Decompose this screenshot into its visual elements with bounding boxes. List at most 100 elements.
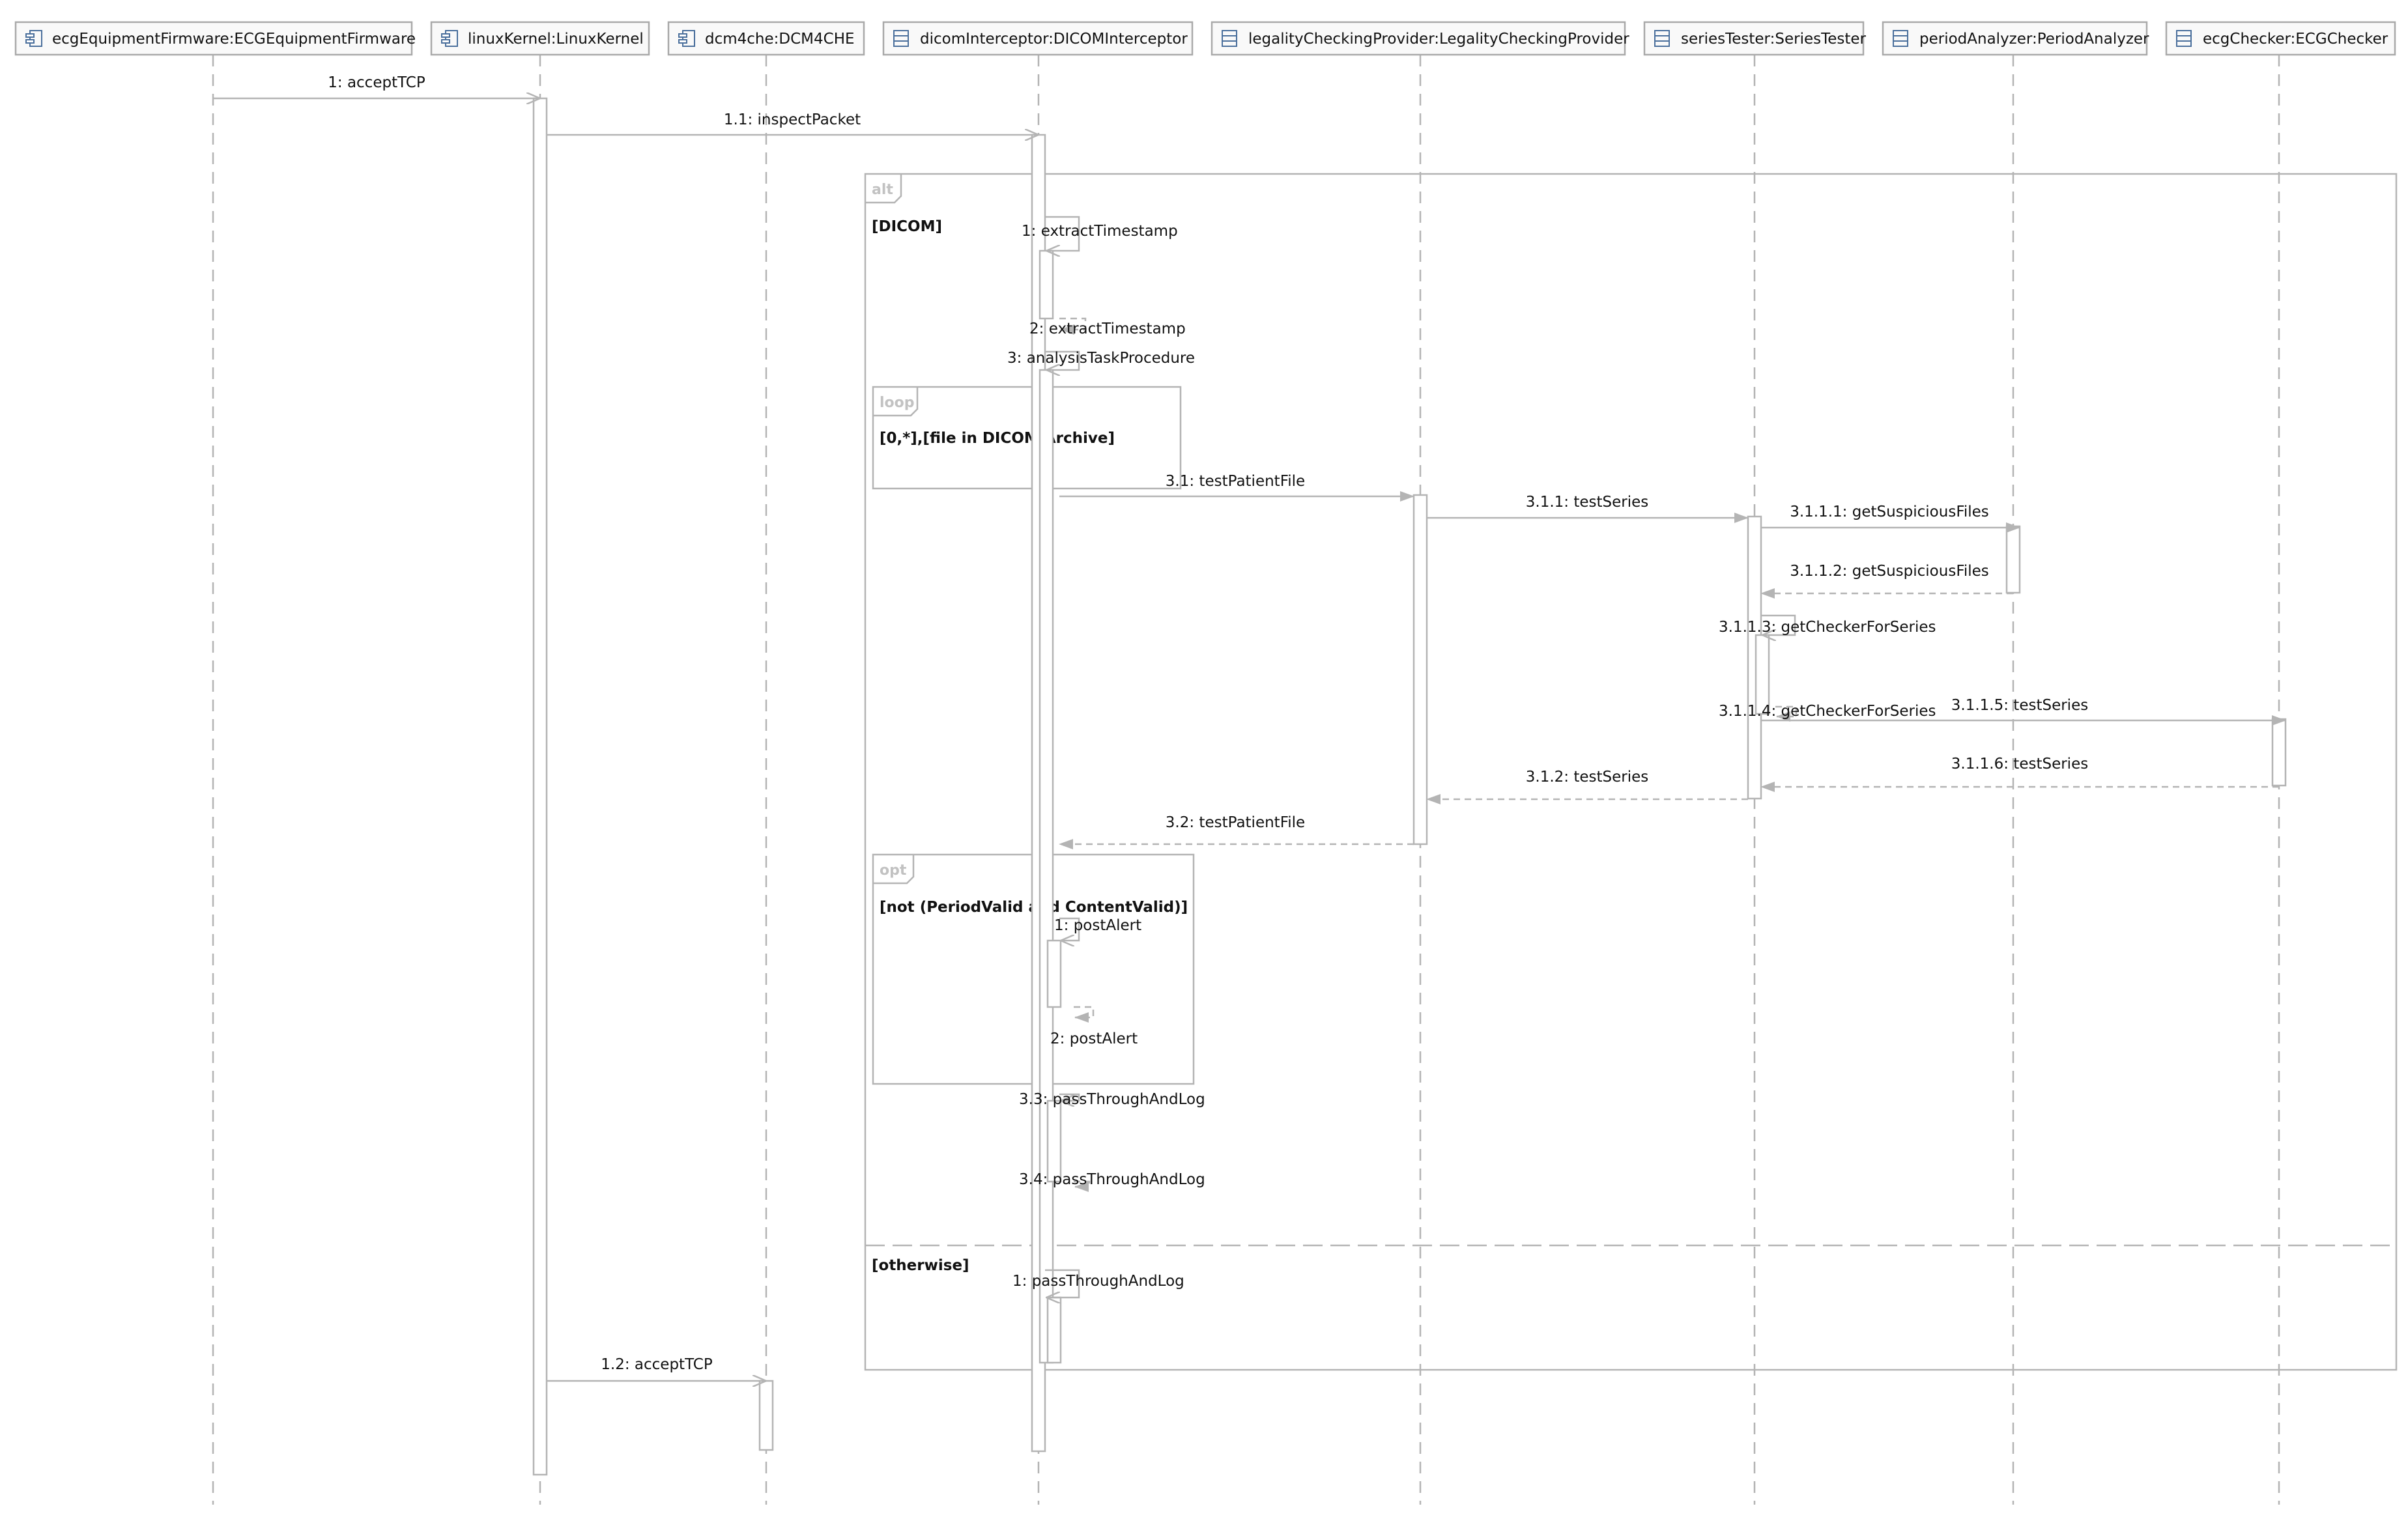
component-icon [25, 30, 42, 47]
fragment-opt-operator: opt [880, 862, 907, 879]
message-self-return[interactable]: 2: postAlert [1050, 1006, 1138, 1047]
message-self-return[interactable]: 3.1.1.4: getCheckerForSeries [1719, 703, 1936, 722]
lifeline-linux-label: linuxKernel:LinuxKernel [468, 31, 644, 48]
message-return[interactable]: 3.1.1.2: getSuspiciousFiles [1760, 563, 2013, 599]
message-arrow[interactable] [1074, 1006, 1095, 1023]
combined-fragments: alt [DICOM] [otherwise] loop [0,*],[file in … [864, 173, 2398, 1371]
message-arrow[interactable] [1045, 350, 1080, 370]
message-label: 1: postAlert [1054, 917, 1141, 934]
message-label: 3.1.1.2: getSuspiciousFiles [1790, 563, 1989, 580]
fragment-alt-guard: [otherwise] [872, 1257, 969, 1274]
message-label: 3.1.1.3: getCheckerForSeries [1719, 619, 1936, 636]
lifeline-ecg-header[interactable] [14, 21, 413, 56]
message-label: 1: acceptTCP [328, 74, 425, 91]
message-label: 3.3: passThroughAndLog [1019, 1091, 1205, 1108]
message-return[interactable]: 3.1.1.6: testSeries [1760, 756, 2279, 792]
lifeline-dicom-header[interactable] [882, 21, 1194, 56]
fragment-loop-operator: loop [880, 395, 915, 411]
lifelines: ecgEquipmentFirmware:ECGEquipmentFirmwar… [14, 21, 2396, 1505]
class-icon [1654, 30, 1670, 47]
class-icon [2176, 30, 2192, 47]
lifeline-checker-header[interactable] [2165, 21, 2396, 56]
activation-bar-dicom [1039, 369, 1054, 1364]
message-label: 3.4: passThroughAndLog [1019, 1171, 1205, 1188]
lifeline-linux-header[interactable] [430, 21, 650, 56]
message-arrow[interactable] [1045, 1269, 1080, 1298]
fragment-alt: alt [DICOM] [otherwise] [864, 173, 2398, 1371]
message-arrow[interactable] [1775, 705, 1798, 722]
message-label: 3: analysisTaskProcedure [1007, 350, 1195, 367]
message-self[interactable]: 1: postAlert [1054, 917, 1141, 941]
fragment-alt-frame [864, 173, 2398, 1371]
lifeline-ecg[interactable]: ecgEquipmentFirmware:ECGEquipmentFirmwar… [14, 21, 416, 1505]
fragment-opt-tag-box [873, 855, 915, 885]
activation-bar-period [2005, 525, 2021, 594]
lifeline-dcm-label: dcm4che:DCM4CHE [705, 31, 855, 48]
activation-bar-dcm [758, 1380, 774, 1451]
message-call[interactable]: 3.1.1.1: getSuspiciousFiles [1761, 504, 2020, 533]
message-self-return[interactable]: 2: extractTimestamp [1029, 317, 1186, 337]
component-icon [678, 30, 695, 47]
fragment-alt-operator: alt [872, 182, 893, 198]
message-label: 1: extractTimestamp [1022, 223, 1178, 240]
message-label: 3.1.1.5: testSeries [1951, 697, 2088, 714]
activation-bar-dicom [1046, 1099, 1062, 1183]
message-label: 1.2: acceptTCP [601, 1356, 713, 1373]
message-arrow[interactable] [1074, 1180, 1091, 1192]
activations [532, 97, 2287, 1476]
lifeline-series-header[interactable] [1643, 21, 1865, 56]
message-label: 3.1.1: testSeries [1526, 494, 1648, 511]
message-label: 1.1: inspectPacket [724, 111, 861, 128]
fragment-loop-tag-box [873, 387, 919, 417]
message-return[interactable]: 3.1.2: testSeries [1426, 769, 1748, 804]
message-arrow[interactable] [1045, 216, 1080, 251]
message-label: 1: passThroughAndLog [1012, 1273, 1184, 1290]
class-icon [1222, 30, 1237, 47]
message-self-return[interactable]: 3.4: passThroughAndLog [1019, 1171, 1205, 1192]
message-arrow[interactable] [1059, 1093, 1080, 1101]
message-self[interactable]: 1: passThroughAndLog [1012, 1269, 1184, 1298]
component-icon [441, 30, 458, 47]
lifeline-checker-label: ecgChecker:ECGChecker [2203, 31, 2388, 48]
message-call[interactable]: 1: acceptTCP [213, 74, 540, 98]
message-return[interactable]: 3.2: testPatientFile [1059, 814, 1414, 849]
lifeline-legal-header[interactable] [1211, 21, 1626, 56]
fragment-loop-guard: [0,*],[file in DICOM Archive] [880, 430, 1115, 447]
lifeline-dcm[interactable]: dcm4che:DCM4CHE [667, 21, 865, 1505]
message-label: 3.1.1.6: testSeries [1951, 756, 2088, 773]
activation-bar-dicom [1039, 249, 1054, 320]
fragment-alt-tag-box [865, 174, 902, 204]
message-call[interactable]: 3.1: testPatientFile [1059, 473, 1414, 502]
message-self[interactable]: 3.1.1.3: getCheckerForSeries [1719, 614, 1936, 636]
message-self[interactable]: 3.3: passThroughAndLog [1019, 1091, 1205, 1108]
fragment-loop: loop [0,*],[file in DICOM Archive] [872, 386, 1182, 490]
message-call[interactable]: 1.1: inspectPacket [547, 111, 1039, 135]
message-arrow[interactable] [1059, 317, 1087, 335]
message-self[interactable]: 3: analysisTaskProcedure [1007, 350, 1195, 370]
activation-bar-series [1755, 634, 1770, 715]
message-self[interactable]: 1: extractTimestamp [1022, 216, 1178, 251]
activation-bar-linux [532, 97, 548, 1476]
lifeline-series-label: seriesTester:SeriesTester [1681, 31, 1867, 48]
message-call[interactable]: 3.1.1.5: testSeries [1761, 697, 2286, 726]
message-label: 2: postAlert [1050, 1030, 1138, 1047]
lifeline-dicom-label: dicomInterceptor:DICOMInterceptor [920, 31, 1188, 48]
message-label: 2: extractTimestamp [1029, 320, 1186, 337]
lifeline-linux[interactable]: linuxKernel:LinuxKernel [430, 21, 650, 1505]
message-call[interactable]: 3.1.1: testSeries [1427, 494, 1749, 523]
lifeline-ecg-label: ecgEquipmentFirmware:ECGEquipmentFirmwar… [52, 31, 416, 48]
message-label: 3.1.1.4: getCheckerForSeries [1719, 703, 1936, 720]
lifeline-dcm-header[interactable] [667, 21, 865, 56]
fragment-alt-guard: [DICOM] [872, 218, 942, 235]
message-label: 3.1: testPatientFile [1166, 473, 1305, 490]
message-arrow[interactable] [1059, 917, 1080, 941]
message-label: 3.1.1.1: getSuspiciousFiles [1790, 504, 1989, 520]
message-call[interactable]: 1.2: acceptTCP [547, 1356, 766, 1381]
lifeline-period[interactable]: periodAnalyzer:PeriodAnalyzer [1882, 21, 2149, 1505]
activation-bar-dicom [1046, 1296, 1062, 1364]
message-label: 3.2: testPatientFile [1166, 814, 1305, 831]
message-arrow[interactable] [1761, 614, 1796, 635]
lifeline-period-header[interactable] [1882, 21, 2148, 56]
messages: 1: acceptTCP 1.1: inspectPacket 1: extract… [213, 74, 2286, 1381]
